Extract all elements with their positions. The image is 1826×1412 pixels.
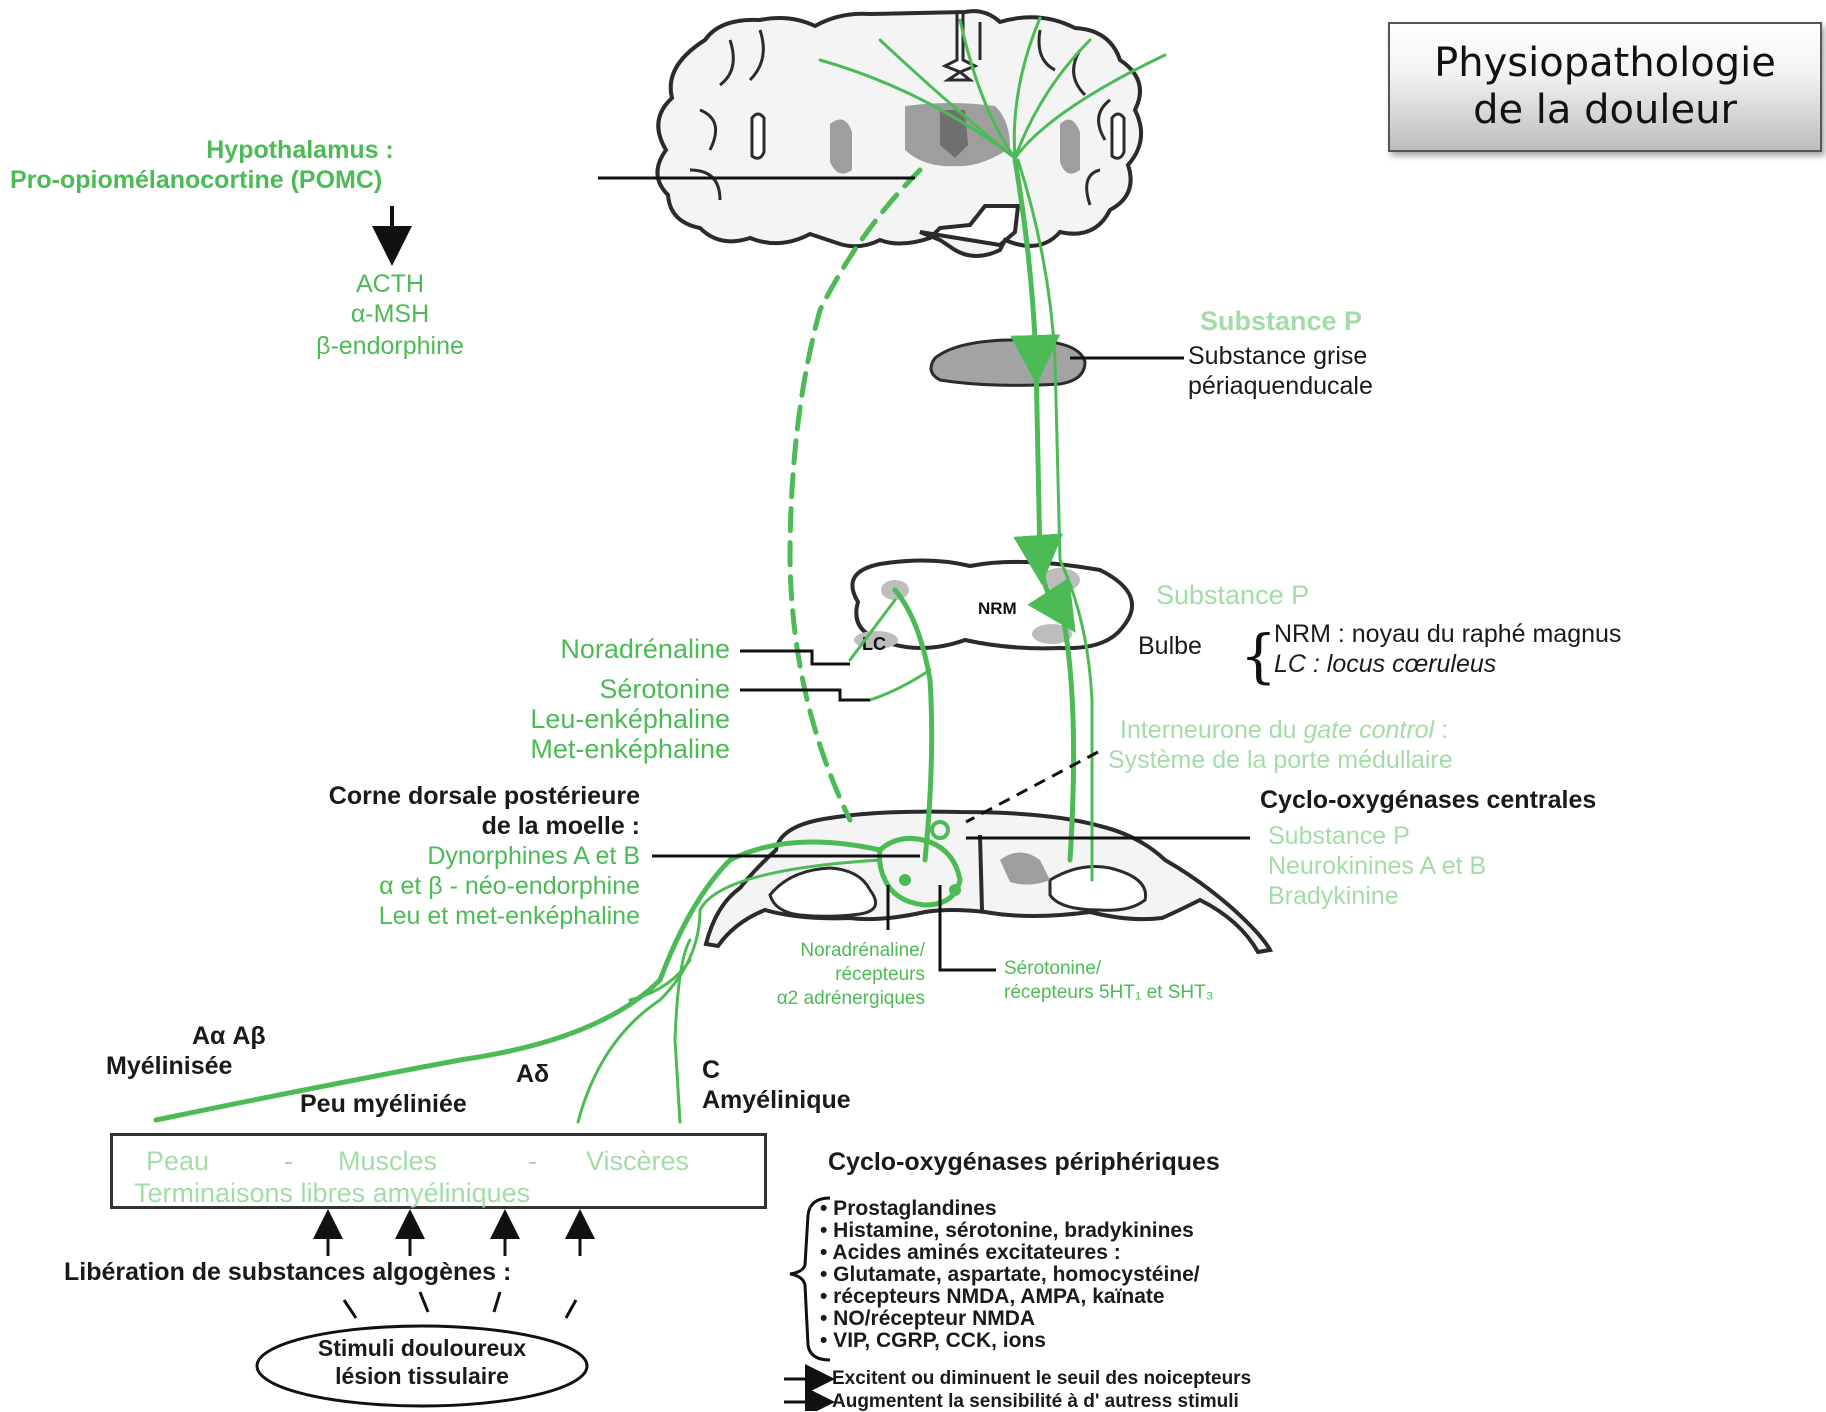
fiber-ad-line2: Peu myéliniée [300, 1090, 467, 1118]
right-nucleus [1060, 120, 1080, 174]
nrm-tag: NRM [978, 599, 1017, 618]
cox-peripheral-item-3: • Acides aminés excitateures : [820, 1241, 1121, 1265]
bulbe-nrm-def: NRM : noyau du raphé magnus [1274, 620, 1621, 648]
cox-peripheral-item-5: • récepteurs NMDA, AMPA, kaïnate [820, 1285, 1165, 1309]
dorsal-horn-cell [899, 874, 911, 886]
brain-section [657, 11, 1141, 256]
serotonine-branch [870, 670, 930, 700]
stimuli-line2: lésion tissulaire [262, 1364, 582, 1390]
cord-central-canal [980, 835, 982, 910]
descending-met-enkephaline: Met-enképhaline [400, 734, 730, 764]
dorsal-horn-cell-2 [949, 884, 961, 896]
cox-central-title: Cyclo-oxygénases centrales [1260, 786, 1596, 814]
cox-effect-2: Augmentent la sensibilité à d' autress s… [832, 1391, 1239, 1412]
bulbe-brace: { [1240, 622, 1277, 690]
receptor-sero-line1: Sérotonine/ [1004, 958, 1101, 979]
bulbe-label: Bulbe [1138, 632, 1202, 660]
hypothalamus-title: Hypothalamus : [10, 136, 590, 164]
cox-peripheral-item-7: • VIP, CGRP, CCK, ions [820, 1329, 1046, 1353]
gate-control-line2: Système de la porte médullaire [1108, 746, 1453, 774]
tissue-terminations: Terminaisons libres amyéliniques [134, 1178, 530, 1208]
cox-peripheral-item-2: • Histamine, sérotonine, bradykinines [820, 1219, 1194, 1243]
receptor-sero-line2: récepteurs 5HT₁ et SHT₃ [1004, 982, 1214, 1003]
pomc-product-acth: ACTH [290, 270, 490, 298]
spinal-cord-section [706, 812, 1270, 952]
descending-serotonine: Sérotonine [400, 674, 730, 704]
fiber-aab-line1: Aα Aβ [192, 1022, 266, 1050]
tissue-peau: Peau [146, 1146, 209, 1176]
receptor-nora-line1: Noradrénaline/ [660, 940, 925, 961]
tissue-separator-1: - [284, 1146, 293, 1176]
title-line2: de la douleur [1473, 87, 1737, 134]
pag-name-line2: périaquenducale [1188, 372, 1373, 400]
cox-central-item-bradykinine: Bradykinine [1268, 882, 1399, 910]
cox-central-item-neurokinines: Neurokinines A et B [1268, 852, 1486, 880]
gate-control-line1: Interneurone du gate control : [1120, 716, 1448, 744]
cox-peripheral-title: Cyclo-oxygénases périphériques [828, 1148, 1220, 1176]
fiber-ad-line1: Aδ [516, 1060, 549, 1088]
pag-neurotransmitter: Substance P [1200, 306, 1362, 336]
cox-effect-1: Excitent ou diminuent le seuil des noice… [832, 1368, 1251, 1389]
dorsal-horn-item-neo-endorphine: α et β - néo-endorphine [100, 872, 640, 900]
pag-shape [931, 340, 1085, 386]
bulbe-lc-def: LC : locus cœruleus [1274, 650, 1496, 678]
dorsal-horn-title-line2: de la moelle : [100, 812, 640, 840]
receptor-nora-line2: récepteurs [660, 964, 925, 985]
pag-name-line1: Substance grise [1188, 342, 1367, 370]
pomc-product-msh: α-MSH [290, 300, 490, 328]
pomc-product-endorphine: β-endorphine [250, 332, 530, 360]
right-ventricle [1112, 114, 1124, 158]
dorsal-horn-item-enkephaline: Leu et met-enképhaline [100, 902, 640, 930]
left-ventricle [752, 114, 764, 158]
dorsal-horn-title-line1: Corne dorsale postérieure [100, 782, 640, 810]
left-nucleus [830, 120, 852, 174]
cox-peripheral-item-4: • Glutamate, aspartate, homocystéine/ [820, 1263, 1200, 1287]
cox-peripheral-item-1: • Prostaglandines [820, 1197, 997, 1221]
title-line1: Physiopathologie [1434, 40, 1776, 87]
box-up-arrows [328, 1224, 580, 1256]
hypothalamus-subtitle: Pro-opiomélanocortine (POMC) [10, 166, 382, 194]
cox-central-item-substance-p: Substance P [1268, 822, 1410, 850]
descending-noradrenaline: Noradrénaline [400, 634, 730, 664]
stimuli-line1: Stimuli douloureux [262, 1336, 582, 1362]
tissue-visceres: Viscères [586, 1146, 689, 1176]
title-box: Physiopathologie de la douleur [1388, 22, 1822, 152]
bulbe-neurotransmitter: Substance P [1156, 580, 1309, 610]
stimuli-rays [344, 1292, 576, 1318]
receptor-nora-line3: α2 adrénergiques [660, 988, 925, 1009]
bulbe-section: NRM LC [852, 560, 1132, 654]
fiber-c-line1: C [702, 1056, 720, 1084]
cox-peripheral-item-6: • NO/récepteur NMDA [820, 1307, 1035, 1331]
fiber-aab-line2: Myélinisée [106, 1052, 232, 1080]
tissue-separator-2: - [528, 1146, 537, 1176]
descending-leu-enkephaline: Leu-enképhaline [400, 704, 730, 734]
fiber-c-line2: Amyélinique [702, 1086, 851, 1114]
liberation-label: Libération de substances algogènes : [64, 1258, 511, 1286]
dorsal-horn-item-dynorphines: Dynorphines A et B [100, 842, 640, 870]
descending-dashed-tract [790, 170, 920, 820]
tissue-muscles: Muscles [338, 1146, 437, 1176]
